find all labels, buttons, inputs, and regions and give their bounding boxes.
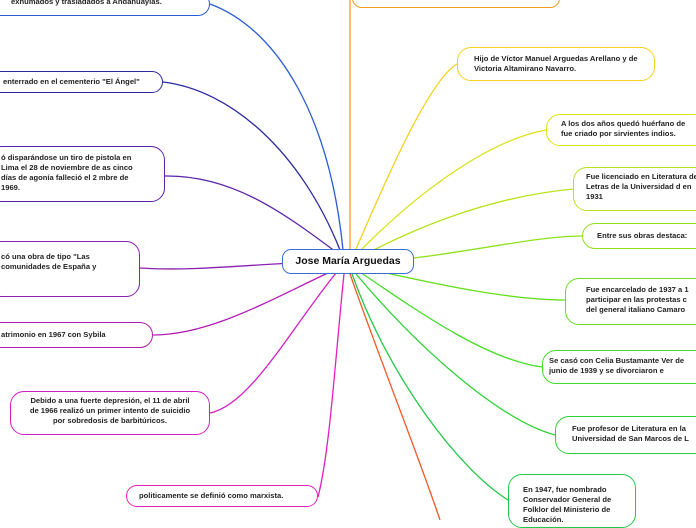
connector-obras xyxy=(413,235,583,259)
connector-encarcelado xyxy=(363,267,566,301)
connector-huerfano xyxy=(359,129,547,252)
node-marxista[interactable]: politicamente se definió como marxista. xyxy=(126,485,318,507)
node-hijo[interactable]: Hijo de Víctor Manuel Arguedas Arellano … xyxy=(457,47,655,81)
connector-disparo xyxy=(164,175,337,253)
node-disparo[interactable]: ó disparándose un tiro de pistola en Lim… xyxy=(0,146,165,202)
connector-enterrado xyxy=(162,81,341,251)
connector-depresion xyxy=(209,272,337,414)
node-encarcelado[interactable]: Fue encarcelado de 1937 a 1 participar e… xyxy=(565,278,696,325)
node-obra[interactable]: có una obra de tipo "Las comunidades de … xyxy=(0,241,140,297)
node-enterrado[interactable]: enterrado en el cementerio "El Ángel" xyxy=(0,71,163,93)
node-licenciado[interactable]: Fue licenciado en Literatura de Letras d… xyxy=(573,167,696,211)
connector-marxista xyxy=(317,273,345,498)
node-huerfano[interactable]: A los dos años quedó huérfano de fue cri… xyxy=(546,114,696,146)
node-casado[interactable]: Se casó con Celia Bustamante Ver de juni… xyxy=(542,350,696,384)
node-depresion[interactable]: Debido a una fuerte depresión, el 11 de … xyxy=(10,391,210,435)
node-profesor[interactable]: Fue profesor de Literatura en la Univers… xyxy=(555,416,696,454)
connector-matrimonio xyxy=(152,271,331,336)
node-matrimonio[interactable]: atrimonio en 1967 con Sybila xyxy=(0,322,153,348)
central-topic[interactable]: Jose María Arguedas xyxy=(282,249,414,274)
connector-bottom-offscreen xyxy=(349,273,441,520)
node-obras[interactable]: Entre sus obras destaca: xyxy=(582,223,696,249)
node-top-right[interactable] xyxy=(352,0,560,8)
node-exhumados[interactable]: exhumados y trasladados a Andahuaylas. xyxy=(0,0,210,16)
connector-hijo xyxy=(355,63,458,250)
connector-licenciado xyxy=(363,188,574,256)
node-conservador[interactable]: En 1947, fue nombrado Conservador Genera… xyxy=(508,474,636,528)
connector-exhumados xyxy=(209,3,344,251)
connector-conservador xyxy=(351,273,509,501)
connector-casado xyxy=(359,271,543,368)
connector-profesor xyxy=(355,273,556,436)
